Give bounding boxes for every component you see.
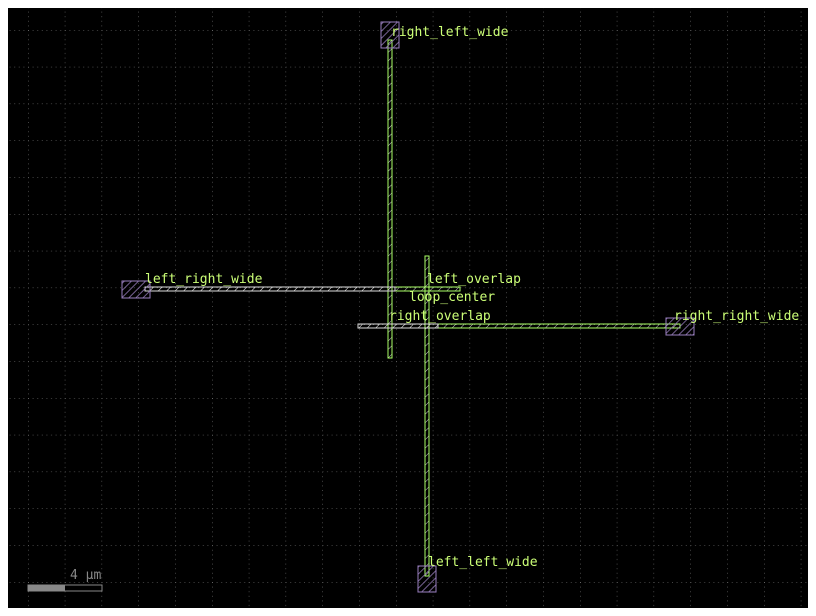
label-right-right-wide: right_right_wide	[674, 309, 799, 324]
wire-right-right-wide[interactable]	[357, 323, 681, 329]
layout-canvas[interactable]: right_left_wide left_right_wide left_ove…	[8, 8, 808, 608]
label-left-overlap: left_overlap	[427, 272, 521, 287]
label-right-overlap: right_overlap	[389, 309, 491, 324]
label-loop-center: loop_center	[409, 290, 495, 305]
pin-left-left-wide[interactable]	[417, 565, 437, 593]
pin-right-right-wide[interactable]	[665, 317, 695, 336]
pin-right-left-wide[interactable]	[380, 21, 400, 49]
scale-bar: 4 µm	[27, 568, 103, 592]
label-right-left-wide: right_left_wide	[391, 25, 509, 40]
grid	[8, 8, 808, 608]
scale-bar-label: 4 µm	[70, 568, 101, 583]
label-left-right-wide: left_right_wide	[145, 272, 263, 287]
label-left-left-wide: left_left_wide	[428, 555, 538, 570]
layout-view[interactable]: right_left_wide left_right_wide left_ove…	[8, 8, 808, 608]
pin-left-right-wide[interactable]	[121, 280, 151, 299]
